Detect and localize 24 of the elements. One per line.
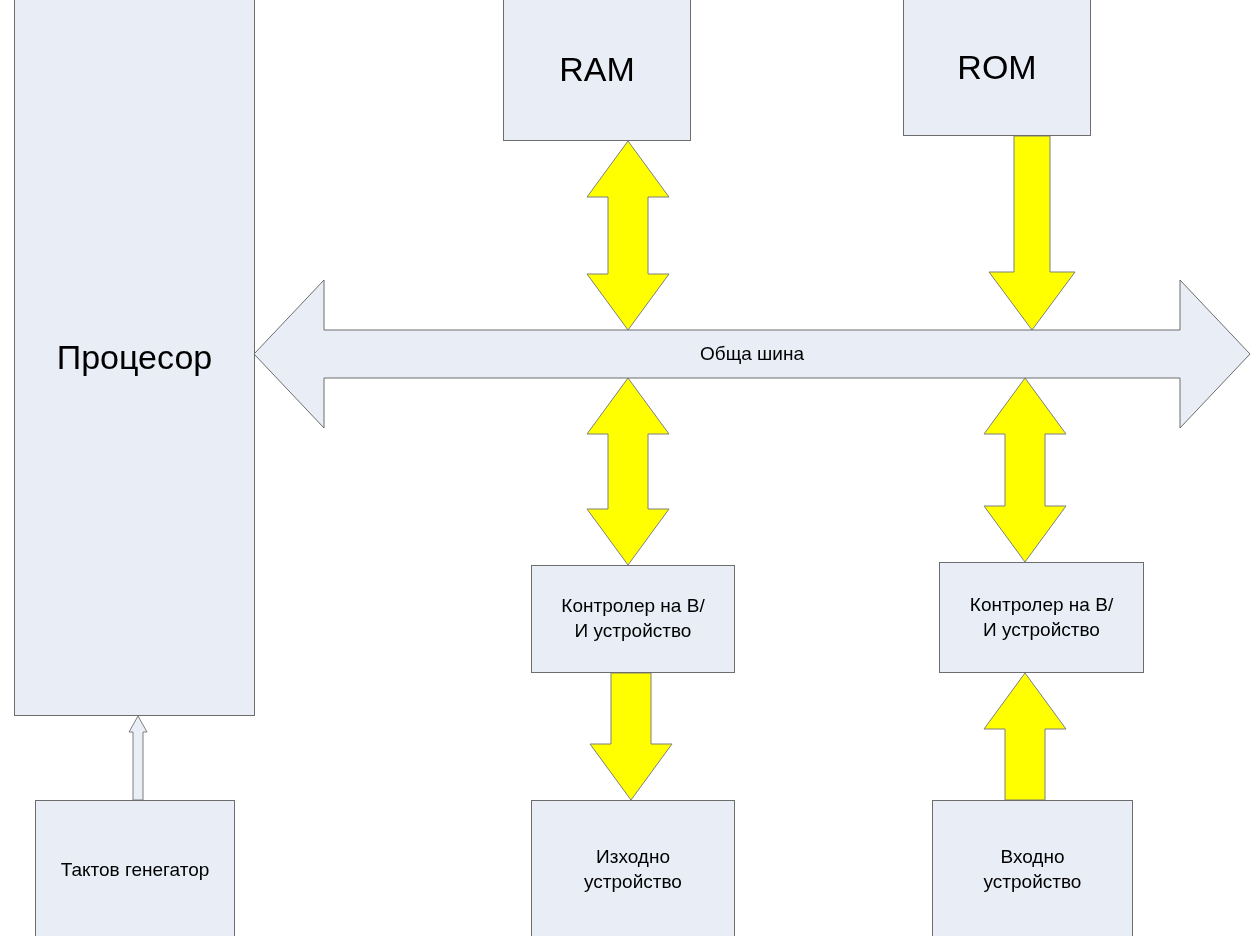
hollow-arrow bbox=[128, 715, 148, 801]
block-arrow bbox=[589, 672, 673, 801]
block-arrow bbox=[586, 140, 670, 331]
box-label: Тактов генегатор bbox=[60, 857, 210, 882]
box-label: Обща шина bbox=[699, 341, 805, 366]
controller-box bbox=[531, 565, 735, 673]
controller-box bbox=[939, 562, 1144, 673]
box-label: Входно устройство bbox=[982, 845, 1083, 894]
block-arrow bbox=[983, 672, 1067, 801]
block-arrow bbox=[586, 377, 670, 566]
processor-box bbox=[14, 0, 255, 716]
box-label: Контролер на В/И устройство bbox=[968, 592, 1115, 642]
block-arrow bbox=[983, 377, 1067, 563]
block-arrow bbox=[988, 135, 1076, 331]
box-label: Контролер на В/И устройство bbox=[560, 594, 706, 643]
device-box bbox=[932, 800, 1133, 936]
memory-box bbox=[503, 0, 691, 141]
memory-box bbox=[903, 0, 1091, 136]
box-title: ROM bbox=[957, 46, 1037, 88]
box-label: Изходно устройство bbox=[583, 845, 683, 894]
box-title: Процесор bbox=[56, 336, 213, 378]
box-title: RAM bbox=[559, 49, 635, 91]
generator-box bbox=[35, 800, 235, 936]
device-box bbox=[531, 800, 735, 936]
